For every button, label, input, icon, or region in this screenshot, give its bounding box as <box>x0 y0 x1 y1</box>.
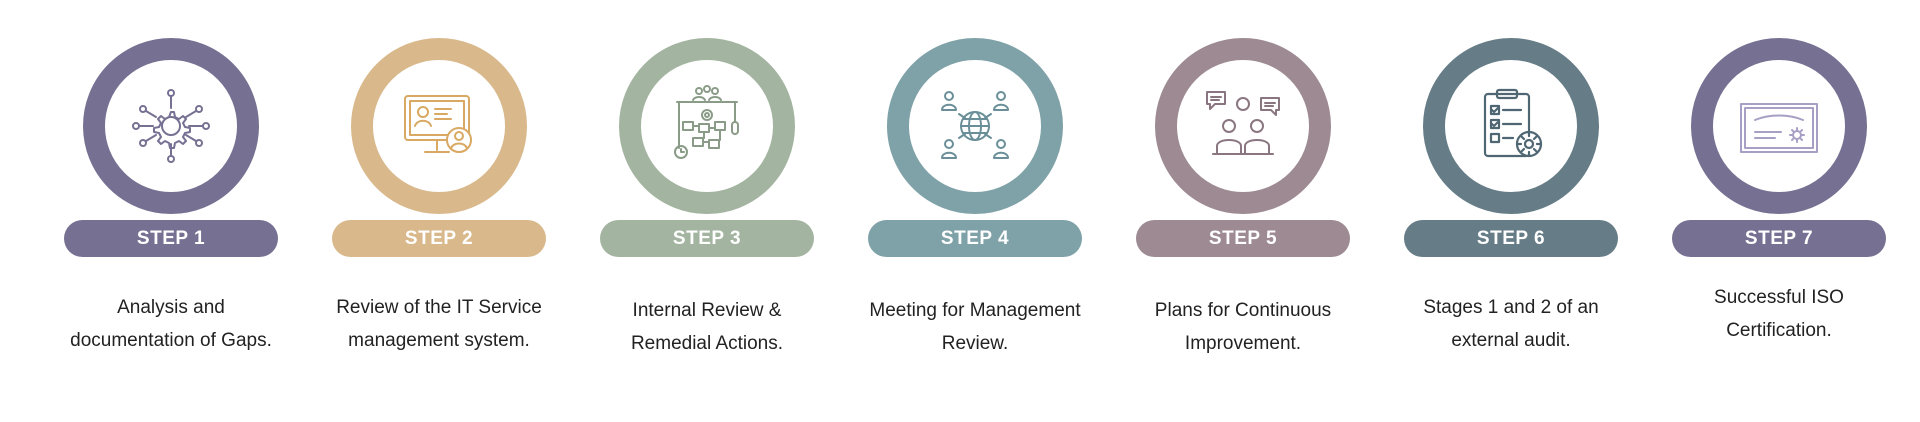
step-2: STEP 2 Review of the IT Service manageme… <box>305 0 573 422</box>
step-1: STEP 1 Analysis and documentation of Gap… <box>37 0 305 422</box>
step-6: STEP 6 Stages 1 and 2 of an external aud… <box>1377 0 1645 422</box>
gear-network-icon <box>127 82 215 170</box>
step-2-description: Review of the IT Service management syst… <box>336 297 542 351</box>
step-1-ring <box>83 38 259 214</box>
step-3-ring <box>619 38 795 214</box>
step-7: STEP 7 Successful ISO Certification. <box>1645 0 1913 422</box>
step-4-ring <box>887 38 1063 214</box>
step-3-label: STEP 3 <box>600 220 814 257</box>
step-5-label: STEP 5 <box>1136 220 1350 257</box>
step-1-description: Analysis and documentation of Gaps. <box>70 297 272 351</box>
step-6-description: Stages 1 and 2 of an external audit. <box>1423 297 1599 351</box>
step-4: STEP 4 Meeting for Management Review. <box>841 0 1109 422</box>
global-team-icon <box>931 82 1019 170</box>
step-6-ring <box>1423 38 1599 214</box>
discussion-icon <box>1199 82 1287 170</box>
step-5-ring <box>1155 38 1331 214</box>
step-7-ring <box>1691 38 1867 214</box>
step-3-description: Internal Review & Remedial Actions. <box>630 300 784 354</box>
step-2-ring <box>351 38 527 214</box>
step-2-label: STEP 2 <box>332 220 546 257</box>
step-6-label: STEP 6 <box>1404 220 1618 257</box>
step-3: STEP 3 Internal Review & Remedial Action… <box>573 0 841 422</box>
clipboard-gear-icon <box>1467 82 1555 170</box>
step-1-label: STEP 1 <box>64 220 278 257</box>
step-5-description: Plans for Continuous Improvement. <box>1154 300 1332 354</box>
step-4-label: STEP 4 <box>868 220 1082 257</box>
step-7-label: STEP 7 <box>1672 220 1886 257</box>
step-4-description: Meeting for Management Review. <box>869 300 1081 354</box>
computer-user-icon <box>395 82 483 170</box>
workflow-icon <box>663 82 751 170</box>
certificate-icon <box>1735 82 1823 170</box>
step-5: STEP 5 Plans for Continuous Improvement. <box>1109 0 1377 422</box>
step-7-description: Successful ISO Certification. <box>1714 287 1844 341</box>
